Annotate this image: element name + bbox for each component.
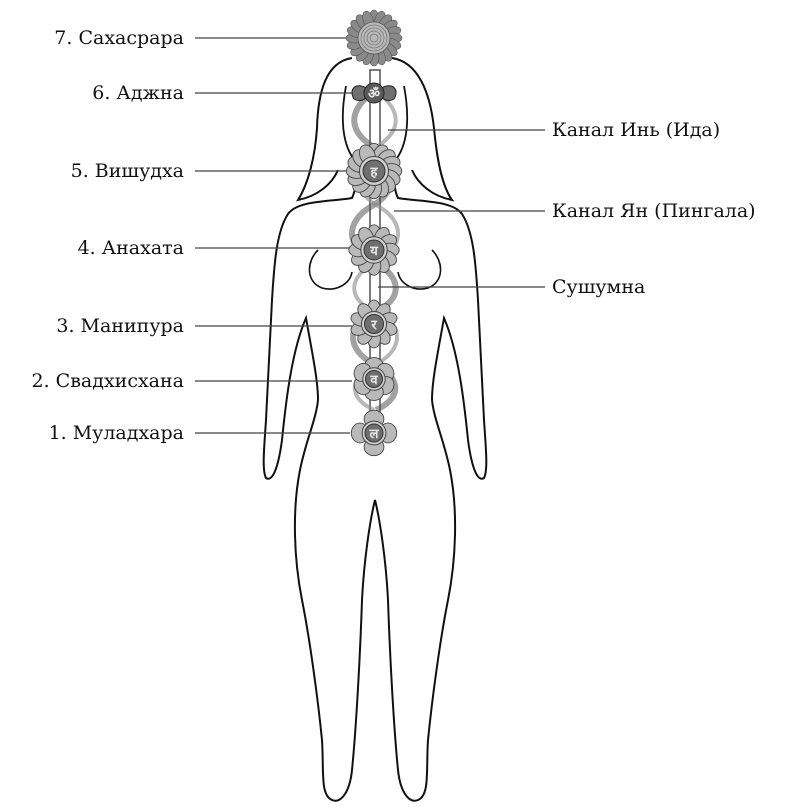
label-ajna: 6. Аджна <box>92 81 184 105</box>
breast-left <box>309 250 352 289</box>
label-anahata: 4. Анахата <box>78 236 184 260</box>
label-pingala-channel: Канал Ян (Пингала) <box>552 199 756 223</box>
svg-text:य: य <box>369 244 378 259</box>
chakra-muladhara: ल <box>351 410 396 455</box>
label-sushumna: Сушумна <box>552 275 645 299</box>
svg-text:र: र <box>370 318 377 333</box>
svg-text:व: व <box>369 373 378 388</box>
breast-right <box>398 250 441 289</box>
chakra-anahata: य <box>349 225 399 275</box>
label-muladhara: 1. Муладхара <box>49 421 184 445</box>
label-manipura: 3. Манипура <box>56 314 184 338</box>
svg-text:ल: ल <box>369 427 380 442</box>
label-ida-channel: Канал Инь (Ида) <box>552 118 720 142</box>
label-svadhisthana: 2. Свадхисхана <box>32 369 184 393</box>
chakra-ajna: ॐ <box>352 83 396 103</box>
label-sahasrara: 7. Сахасрара <box>54 26 184 50</box>
chakra-manipura: र <box>349 300 399 348</box>
svg-text:ॐ: ॐ <box>368 86 380 102</box>
label-vishuddha: 5. Вишудха <box>71 159 184 183</box>
svg-text:ह: ह <box>370 165 379 180</box>
